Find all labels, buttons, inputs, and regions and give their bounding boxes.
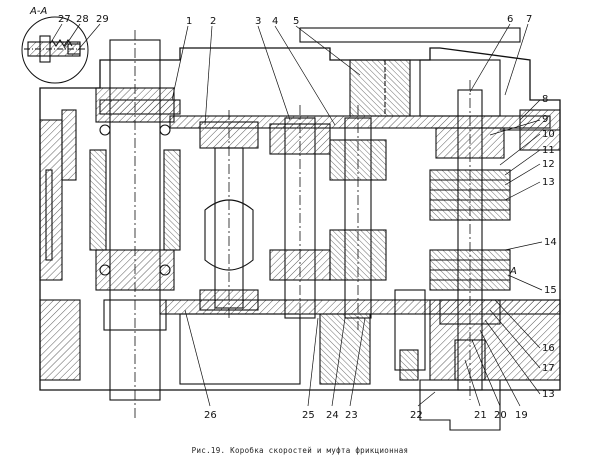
- callout-13-upper: 13: [542, 177, 555, 188]
- callout-9: 9: [542, 114, 548, 125]
- callout-20: 20: [494, 410, 507, 421]
- callout-11: 11: [542, 145, 555, 156]
- callout-19: 19: [515, 410, 528, 421]
- callout-24: 24: [326, 410, 339, 421]
- section-marker: А: [509, 266, 517, 277]
- callout-25: 25: [302, 410, 315, 421]
- top-cover: [299, 27, 521, 117]
- callout-29: 29: [96, 14, 109, 25]
- callout-6: 6: [507, 14, 513, 25]
- callout-12: 12: [542, 159, 555, 170]
- callout-21: 21: [474, 410, 487, 421]
- figure-caption: Рис.19. Коробка скоростей и муфта фрикци…: [191, 446, 409, 455]
- spindle-shaft: [89, 30, 181, 420]
- base-flange: [399, 339, 501, 431]
- callout-22: 22: [410, 410, 423, 421]
- callout-13-lower: 13: [542, 389, 555, 400]
- callout-5: 5: [293, 16, 299, 27]
- shaft-gear-block-2: [199, 110, 259, 320]
- callout-14: 14: [544, 237, 557, 248]
- callout-7: 7: [526, 14, 532, 25]
- callout-2: 2: [210, 16, 216, 27]
- gearbox-cross-section-drawing: А-А А 27 28 29 1 2 3 4 5 6 7 8 9 10 11 1…: [21, 6, 561, 431]
- callout-1: 1: [186, 16, 192, 27]
- callout-26: 26: [204, 410, 217, 421]
- shaft-4: [329, 105, 387, 330]
- shaft-3: [269, 105, 331, 330]
- friction-clutch-shaft: [429, 80, 511, 400]
- section-a-a-inset: [21, 16, 89, 84]
- section-label: А-А: [29, 6, 47, 17]
- callout-16: 16: [542, 343, 555, 354]
- callout-28: 28: [76, 14, 89, 25]
- left-handle: [45, 169, 53, 261]
- callout-17: 17: [542, 363, 555, 374]
- callout-3: 3: [255, 16, 261, 27]
- callout-27: 27: [58, 14, 71, 25]
- callout-23: 23: [345, 410, 358, 421]
- callout-10: 10: [542, 129, 555, 140]
- callout-15: 15: [544, 285, 557, 296]
- callout-4: 4: [272, 16, 278, 27]
- callout-8: 8: [542, 94, 548, 105]
- callout-leaders: [49, 23, 543, 407]
